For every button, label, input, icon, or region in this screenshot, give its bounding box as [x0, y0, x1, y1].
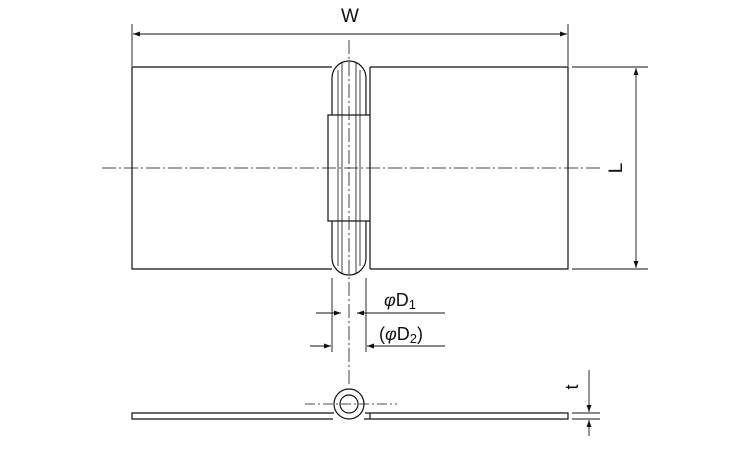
pin-circle [339, 394, 359, 414]
thickness-label: t [562, 384, 582, 389]
thickness-dimension [572, 370, 600, 436]
length-dimension [572, 66, 648, 270]
pin-diameter-label: φD1 [384, 290, 416, 312]
knuckle-diameter-label: (φD2) [379, 324, 423, 346]
side-view [131, 388, 569, 420]
length-label: L [606, 163, 627, 174]
top-view [102, 40, 600, 385]
diameter-dimensions [310, 278, 445, 352]
width-label: W [341, 6, 359, 27]
center-lines [102, 40, 600, 385]
width-dimension [131, 24, 569, 66]
